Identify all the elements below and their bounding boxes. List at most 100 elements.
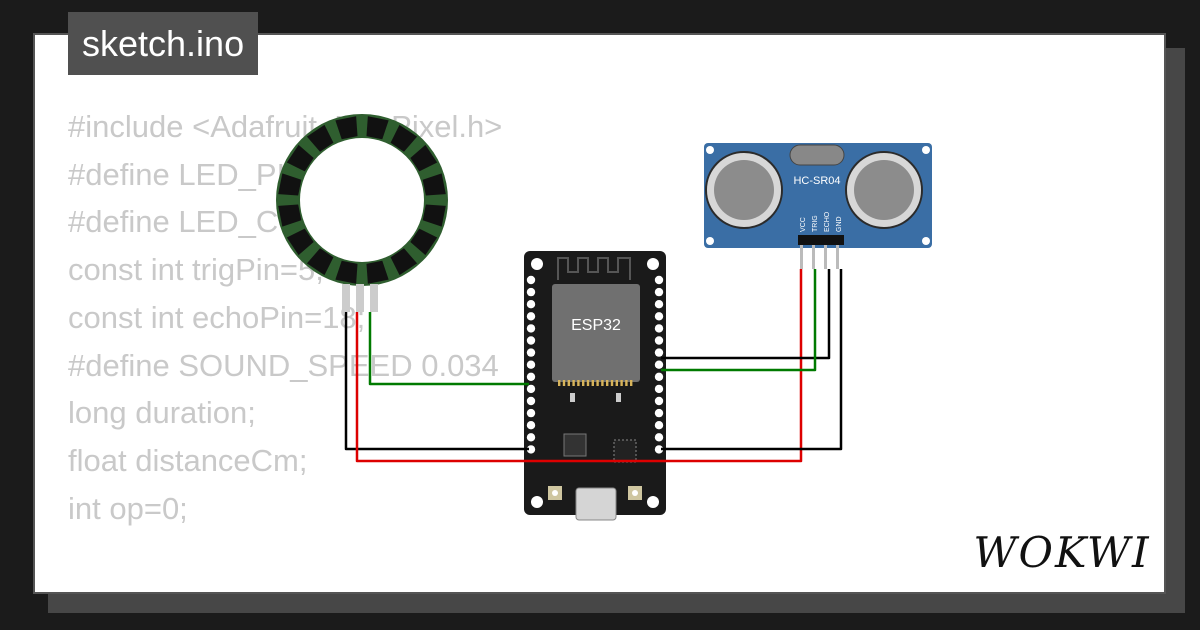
ring-led <box>306 248 334 276</box>
esp32-pin[interactable] <box>526 421 536 430</box>
wire-trig[interactable] <box>661 269 817 372</box>
wire-ring-gnd[interactable] <box>344 312 529 451</box>
ring-leds <box>278 116 446 284</box>
file-name-tab[interactable]: sketch.ino <box>68 12 259 75</box>
esp32-pin[interactable] <box>654 396 664 406</box>
esp32-pin[interactable] <box>526 287 536 297</box>
sensor-pin <box>836 245 839 269</box>
wire-vcc[interactable] <box>355 269 803 463</box>
code-line: const int echoPin=18; <box>68 299 366 335</box>
mount-hole <box>706 237 714 245</box>
esp32-pin[interactable] <box>526 433 536 442</box>
wire-ring-data[interactable] <box>368 312 529 386</box>
ring-led <box>390 248 418 276</box>
esp32-pin[interactable] <box>526 336 536 345</box>
mount-hole <box>531 496 543 508</box>
esp32-pin[interactable] <box>526 324 536 333</box>
boot-button-cap <box>552 490 558 496</box>
esp32-pin[interactable] <box>654 445 664 454</box>
esp32-pin[interactable] <box>526 348 536 357</box>
wire-sensor-gnd[interactable] <box>661 269 843 451</box>
module-pad <box>620 380 623 386</box>
esp32-pin[interactable] <box>654 421 664 430</box>
usb-port <box>575 487 617 521</box>
esp32-pin[interactable] <box>654 300 664 309</box>
module-pad <box>601 380 604 386</box>
ring-pin <box>356 284 364 312</box>
esp32-pin[interactable] <box>654 408 664 418</box>
module-pad <box>625 380 628 386</box>
mount-hole <box>647 258 659 270</box>
module-pad <box>558 380 561 386</box>
module-pads <box>558 380 633 386</box>
pin-label-gnd: GND <box>836 216 843 232</box>
sensor-pin <box>800 245 803 269</box>
module-pad <box>615 380 618 386</box>
sensor-label: HC-SR04 <box>793 175 840 187</box>
esp32-pin[interactable] <box>526 275 536 285</box>
mount-hole <box>531 258 543 270</box>
esp32-pin[interactable] <box>526 312 536 321</box>
esp32-pin[interactable] <box>654 287 664 297</box>
crystal-oscillator <box>789 144 845 166</box>
wokwi-logo[interactable]: WOKWI <box>975 522 1150 582</box>
esp32-pin[interactable] <box>526 396 536 406</box>
esp32-pins-right <box>654 275 664 454</box>
esp32-pin[interactable] <box>654 433 664 442</box>
code-preview: #include <Adafruit_NeoPixel.h>#define LE… <box>68 103 502 532</box>
smd-part <box>616 393 621 402</box>
esp32-pin[interactable] <box>654 360 664 369</box>
module-pad <box>591 380 594 386</box>
ring-led <box>335 260 358 284</box>
ring-pin <box>342 284 350 312</box>
code-line: float distanceCm; <box>68 442 308 478</box>
module-pad <box>567 380 570 386</box>
ring-led <box>422 173 446 196</box>
module-pad <box>610 380 614 386</box>
transducer-right-mesh <box>854 160 914 220</box>
esp32-module <box>552 284 640 382</box>
module-pad <box>606 380 609 386</box>
esp32-pin[interactable] <box>654 312 664 321</box>
pin-label-echo: ECHO <box>824 211 831 232</box>
esp32-pin[interactable] <box>654 336 664 345</box>
esp32-pin[interactable] <box>654 348 664 357</box>
usb-chip <box>613 439 637 463</box>
regulator <box>563 433 587 457</box>
code-line: long duration; <box>68 395 256 431</box>
esp32-pin[interactable] <box>654 372 664 381</box>
esp32-pin[interactable] <box>526 445 536 454</box>
neopixel-ring[interactable] <box>276 114 448 312</box>
en-button-cap <box>632 490 638 496</box>
mount-hole <box>922 237 930 245</box>
ring-led <box>278 204 302 227</box>
hc-sr04-sensor[interactable]: HC-SR04 VCC TRIG ECHO GND <box>704 143 932 269</box>
ring-led <box>422 204 446 227</box>
wire-echo[interactable] <box>661 269 831 360</box>
module-pad <box>572 380 575 386</box>
transducer-left-mesh <box>714 160 774 220</box>
module-pad <box>562 380 566 386</box>
mount-hole <box>647 496 659 508</box>
sensor-pin <box>812 245 815 269</box>
esp32-pin[interactable] <box>526 300 536 309</box>
esp32-board[interactable]: ESP32 <box>524 251 666 521</box>
esp32-pin[interactable] <box>654 275 664 285</box>
pcb-antenna <box>557 257 631 280</box>
ring-led <box>410 144 438 172</box>
esp32-pin[interactable] <box>654 384 664 394</box>
esp32-pin[interactable] <box>654 324 664 333</box>
ring-led <box>278 173 302 196</box>
ring-led <box>335 116 358 140</box>
module-pad <box>577 380 580 386</box>
pin-label-trig: TRIG <box>812 215 819 232</box>
esp32-pin[interactable] <box>526 408 536 418</box>
module-pad <box>582 380 585 386</box>
pin-header <box>798 235 844 245</box>
esp32-pin[interactable] <box>526 384 536 394</box>
module-pad <box>596 380 599 386</box>
esp32-pin[interactable] <box>526 360 536 369</box>
esp32-pin[interactable] <box>526 372 536 381</box>
ring-pin <box>370 284 378 312</box>
